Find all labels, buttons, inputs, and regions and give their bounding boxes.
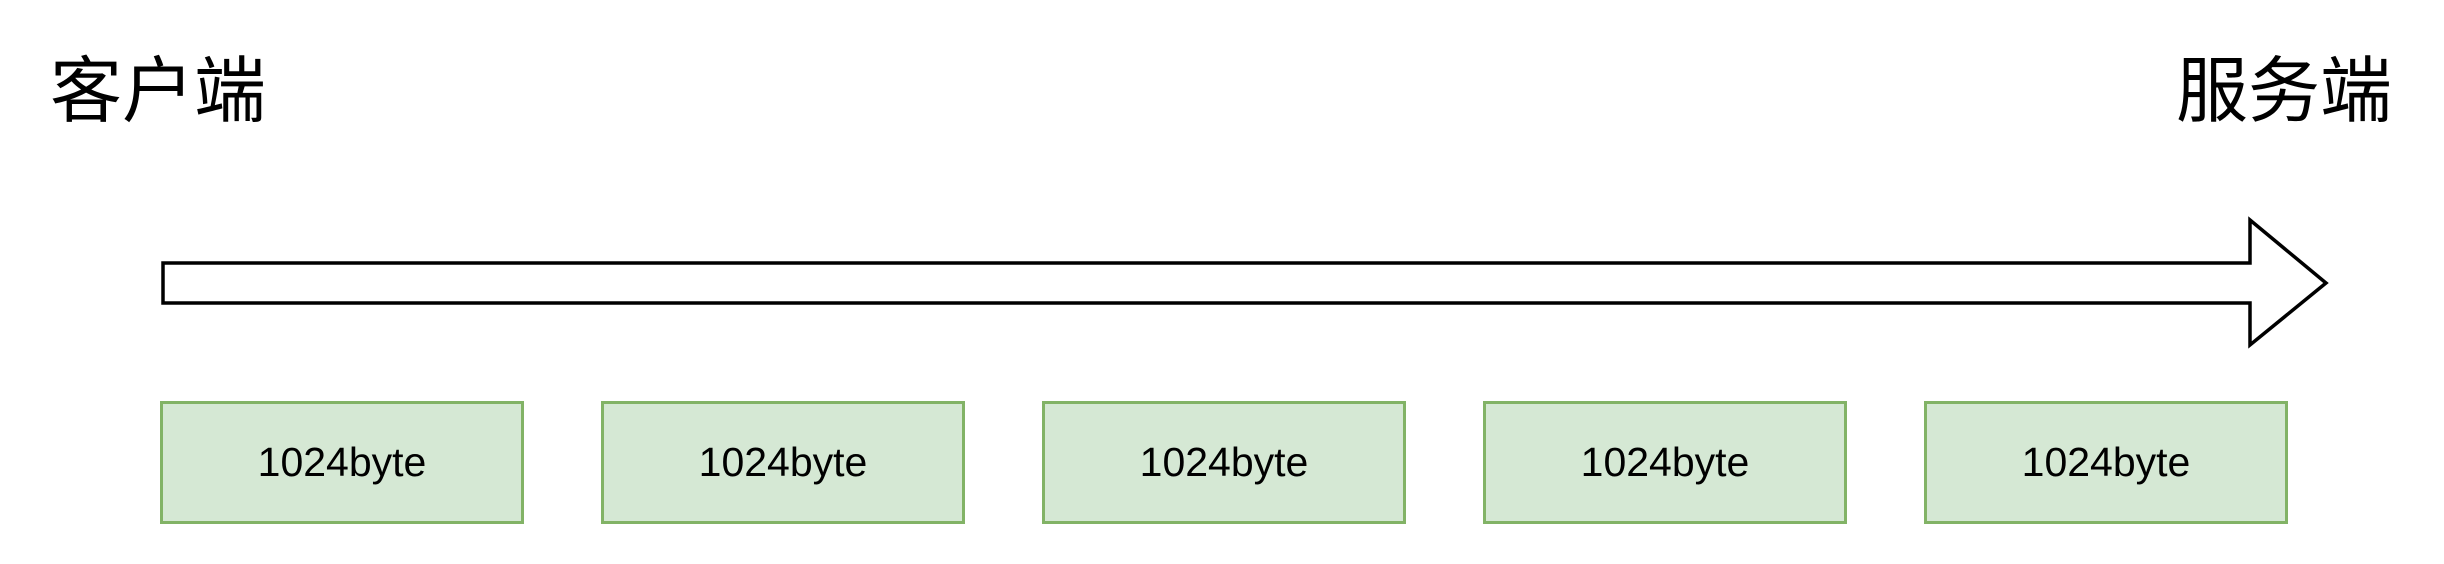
packet-block: 1024byte [1924,401,2288,524]
packet-row: 1024byte 1024byte 1024byte 1024byte 1024… [160,401,2288,524]
packet-block: 1024byte [1483,401,1847,524]
packet-block: 1024byte [601,401,965,524]
server-label: 服务端 [2175,49,2392,133]
packet-block: 1024byte [160,401,524,524]
client-label: 客户端 [50,49,267,133]
packet-block: 1024byte [1042,401,1406,524]
direction-arrow-shape [161,216,2329,349]
